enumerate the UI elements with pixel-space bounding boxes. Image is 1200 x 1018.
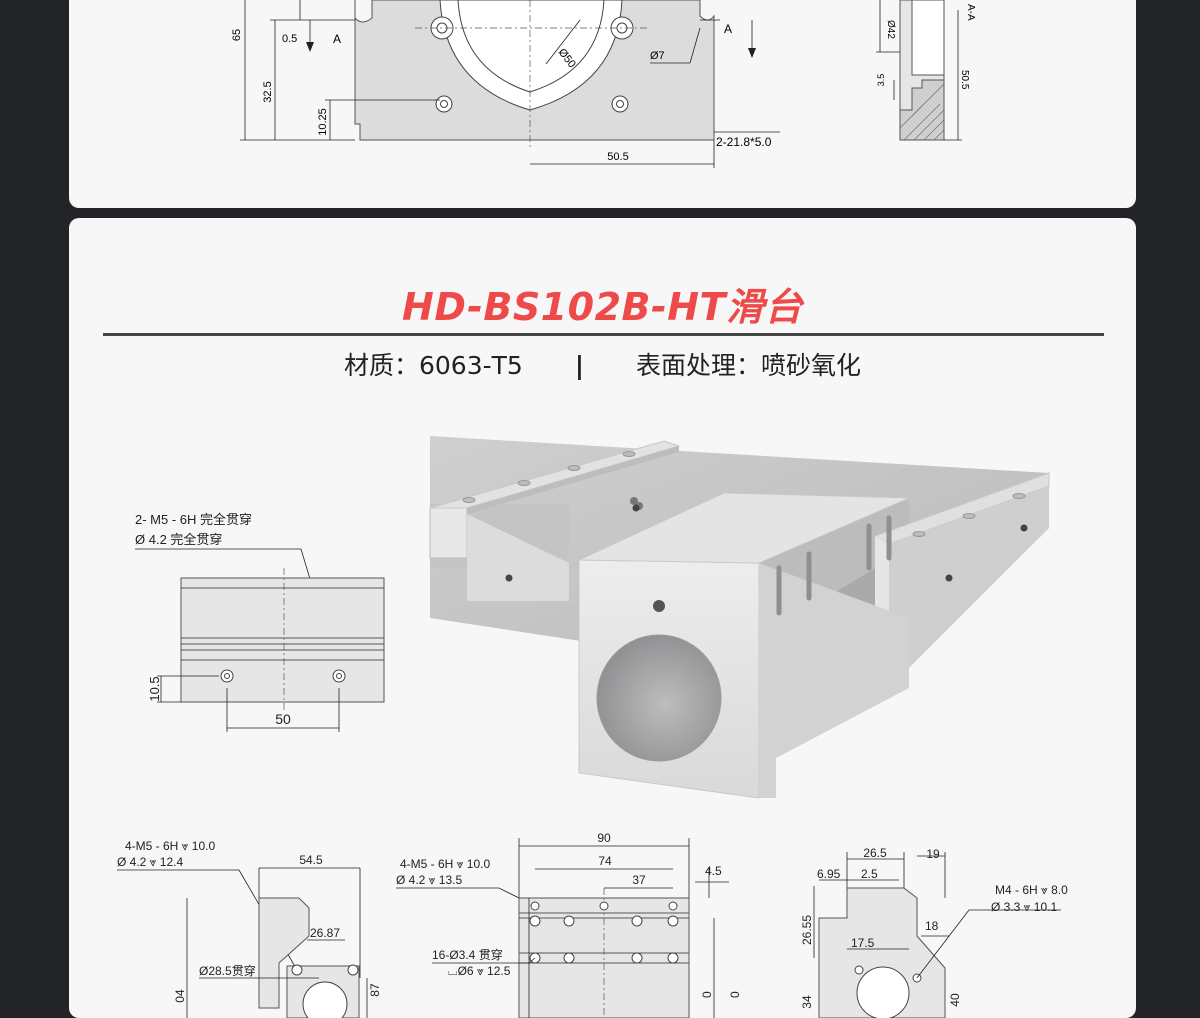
front-view-drawing: 65 0.5 A A 32.5 10.25 Ø50 Ø7 2-21.8*5.0 … [231, 0, 976, 168]
plan-view-drawing: 90 74 37 4.5 4-M5 - 6H ⩔ 10.0 Ø 4.2 ⩔ 13… [396, 831, 742, 1018]
end-view-drawing: 4-M5 - 6H ⩔ 10.0 Ø 4.2 ⩔ 12.4 54.5 26.87… [117, 839, 382, 1018]
top-view-note-line1: 2- M5 - 6H 完全贯穿 [135, 512, 252, 527]
side-view-note-line1: M4 - 6H ⩔ 8.0 [995, 883, 1068, 897]
side-view-note-line2: Ø 3.3 ⩔ 10.1 [991, 900, 1057, 914]
plan-view-note-line1: 4-M5 - 6H ⩔ 10.0 [400, 857, 490, 871]
top-drawing-card: 65 0.5 A A 32.5 10.25 Ø50 Ø7 2-21.8*5.0 … [69, 0, 1136, 208]
dim-26-87: 26.87 [310, 926, 340, 940]
dim-slot: 2-21.8*5.0 [716, 135, 772, 149]
material-text: 材质：6063-T5 [344, 351, 523, 380]
product-title: HD-BS102B-HT滑台 [402, 285, 803, 329]
dim-phi-42: Ø42 [885, 20, 896, 39]
dim-2-5: 2.5 [861, 867, 878, 881]
side-view-drawing: 26.5 19 6.95 2.5 26.55 17.5 18 M4 - 6H ⩔… [800, 846, 1068, 1018]
plan-view-note-line2: Ø 4.2 ⩔ 13.5 [396, 873, 462, 887]
section-dim-3-5: 3.5 [876, 74, 886, 87]
top-view-note-line2: Ø 4.2 完全贯穿 [135, 532, 222, 547]
holes-note-line1: 16-Ø3.4 贯穿 [432, 947, 503, 962]
spec-line: 材质：6063-T5 | 表面处理：喷砂氧化 [69, 346, 1136, 382]
dim-34: 34 [800, 995, 814, 1009]
bore-label: Ø28.5贯穿 [199, 963, 256, 978]
dim-0-left: 0 [700, 991, 714, 998]
side-view-body [818, 887, 946, 1018]
dim-74: 74 [598, 854, 612, 868]
section-mark-right: A [724, 22, 732, 36]
dim-32-5: 32.5 [262, 81, 274, 102]
dim-19: 19 [926, 847, 940, 861]
dim-26-5: 26.5 [863, 846, 887, 860]
dim-10-5: 10.5 [147, 676, 162, 701]
holes-note-line2: ⌴Ø6 ⩔ 12.5 [448, 964, 511, 978]
section-label: A-A [965, 4, 976, 21]
dim-65: 65 [231, 29, 243, 41]
section-mark-left: A [333, 32, 341, 46]
dim-87: 87 [368, 983, 382, 997]
dim-6-95: 6.95 [817, 867, 841, 881]
end-view-note-line2: Ø 4.2 ⩔ 12.4 [117, 855, 183, 869]
slide-table-render [429, 436, 1050, 799]
dim-0-right: 0 [728, 991, 742, 998]
spec-separator: | [574, 351, 584, 380]
top-view-drawing: 2- M5 - 6H 完全贯穿 Ø 4.2 完全贯穿 10.5 50 [135, 512, 385, 732]
title-divider [103, 333, 1104, 336]
dim-50: 50 [275, 711, 291, 727]
surface-treatment-text: 表面处理：喷砂氧化 [635, 351, 861, 380]
dim-37: 37 [632, 873, 646, 887]
product-card: HD-BS102B-HT滑台 材质：6063-T5 | 表面处理：喷砂氧化 [69, 218, 1136, 1018]
dim-26-55: 26.55 [800, 915, 814, 945]
dim-phi-7: Ø7 [650, 50, 665, 62]
dim-50-5: 50.5 [607, 151, 628, 163]
dim-54-5: 54.5 [299, 853, 323, 867]
dim-0-5: 0.5 [282, 33, 297, 45]
end-view-note-line1: 4-M5 - 6H ⩔ 10.0 [125, 839, 215, 853]
section-dim-50-5: 50.5 [959, 70, 970, 90]
dim-17-5: 17.5 [851, 936, 875, 950]
drawings-canvas: 2- M5 - 6H 完全贯穿 Ø 4.2 完全贯穿 10.5 50 4-M5 … [117, 436, 1068, 1018]
dim-04: 04 [173, 989, 187, 1003]
dim-4-5: 4.5 [705, 864, 722, 878]
dim-90: 90 [597, 831, 611, 845]
dim-10-25: 10.25 [317, 108, 329, 136]
dim-18: 18 [925, 919, 939, 933]
